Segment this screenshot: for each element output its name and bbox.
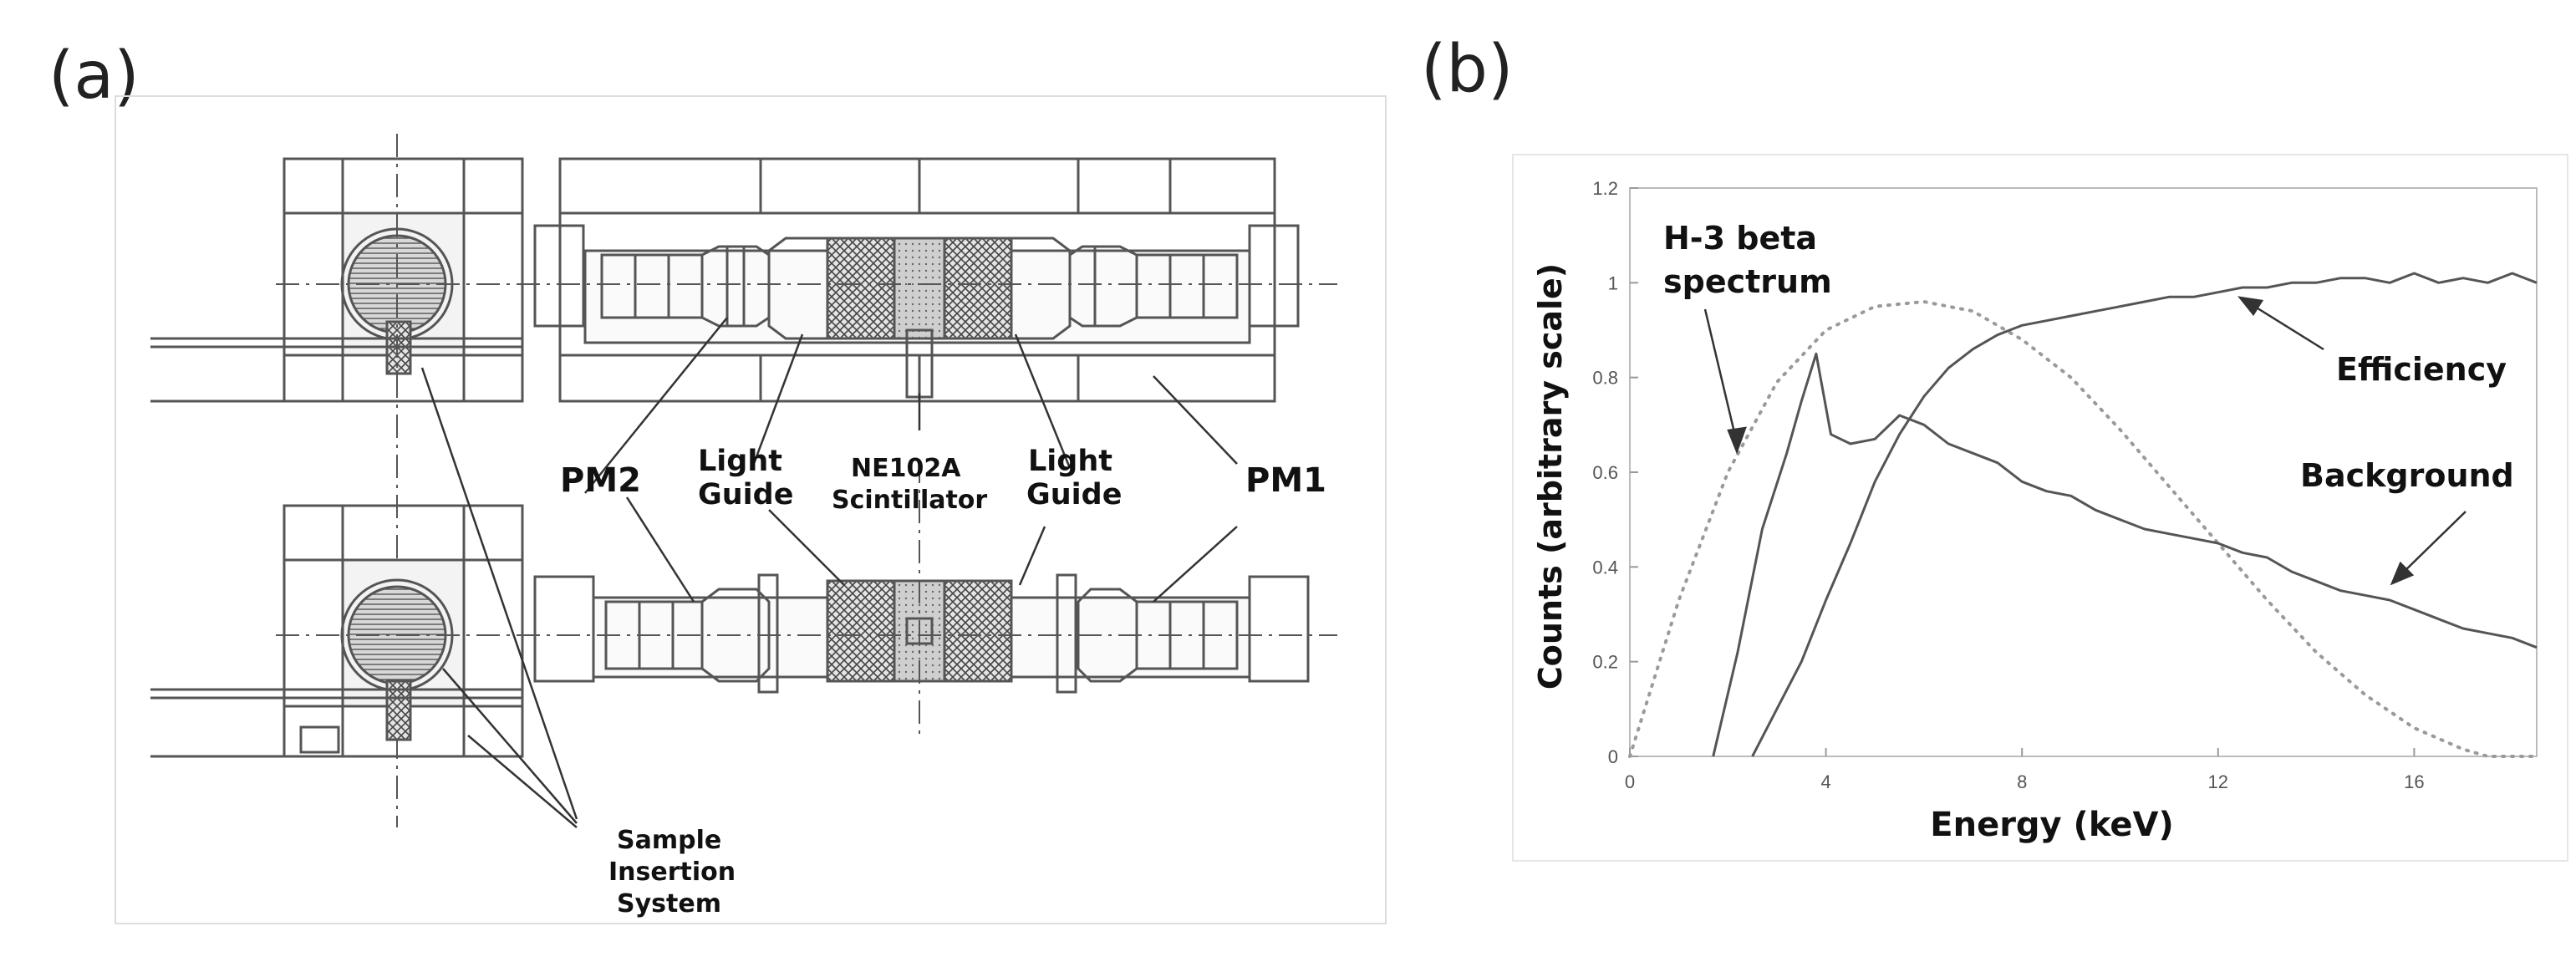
chart-frame bbox=[1512, 154, 2568, 862]
y-tick-label: 0.6 bbox=[1592, 462, 1618, 483]
arrow-h3 bbox=[1703, 308, 1739, 444]
sample-insertion-label-line1: Sample bbox=[617, 826, 721, 855]
sample-insertion-label-line3: System bbox=[617, 889, 721, 919]
annotation-h3-line2: spectrum bbox=[1663, 263, 1832, 300]
y-tick-label: 0 bbox=[1608, 746, 1618, 767]
scintillator-label-line1: NE102A bbox=[851, 454, 961, 483]
arrow-h3-head bbox=[1727, 426, 1747, 455]
series-line-h-3-beta-spectrum bbox=[1628, 300, 2538, 758]
annotation-h3-line1: H-3 beta bbox=[1663, 220, 1817, 257]
series-line-background bbox=[1712, 352, 2538, 757]
sample-insertion-label-line2: Insertion bbox=[608, 858, 736, 887]
pm1-label: PM1 bbox=[1245, 461, 1326, 500]
panel-a-label: (a) bbox=[48, 38, 140, 114]
y-tick-label: 1 bbox=[1608, 272, 1618, 293]
light-guide-left-label-line2: Guide bbox=[698, 478, 793, 511]
light-guide-right-label-line2: Guide bbox=[1026, 478, 1122, 511]
panel-b-label: (b) bbox=[1421, 32, 1514, 107]
x-axis-label: Energy (keV) bbox=[1930, 806, 2173, 844]
light-guide-left-label-line1: Light bbox=[698, 445, 782, 478]
light-guide-right-label-line1: Light bbox=[1028, 445, 1112, 478]
x-tick-label: 12 bbox=[2208, 771, 2228, 792]
x-tick-label: 0 bbox=[1625, 771, 1635, 792]
pm2-label: PM2 bbox=[560, 461, 641, 500]
y-tick-label: 0.8 bbox=[1592, 368, 1618, 389]
annotation-efficiency: Efficiency bbox=[2336, 351, 2507, 388]
x-tick-label: 8 bbox=[2017, 771, 2027, 792]
scintillator-label-line2: Scintillator bbox=[832, 486, 987, 515]
arrow-background-head bbox=[2390, 561, 2415, 586]
x-tick-label: 16 bbox=[2404, 771, 2424, 792]
y-axis-label: Counts (arbitrary scale) bbox=[1532, 263, 1569, 690]
y-tick-label: 1.2 bbox=[1592, 178, 1618, 199]
y-tick-label: 0.4 bbox=[1592, 557, 1618, 578]
arrow-efficiency-head bbox=[2237, 296, 2264, 317]
arrow-background bbox=[2398, 511, 2467, 578]
arrow-efficiency bbox=[2248, 301, 2324, 351]
x-tick-label: 4 bbox=[1820, 771, 1830, 792]
series-line-efficiency bbox=[1751, 272, 2538, 757]
annotation-background: Background bbox=[2300, 457, 2514, 494]
y-tick-label: 0.2 bbox=[1592, 652, 1618, 673]
